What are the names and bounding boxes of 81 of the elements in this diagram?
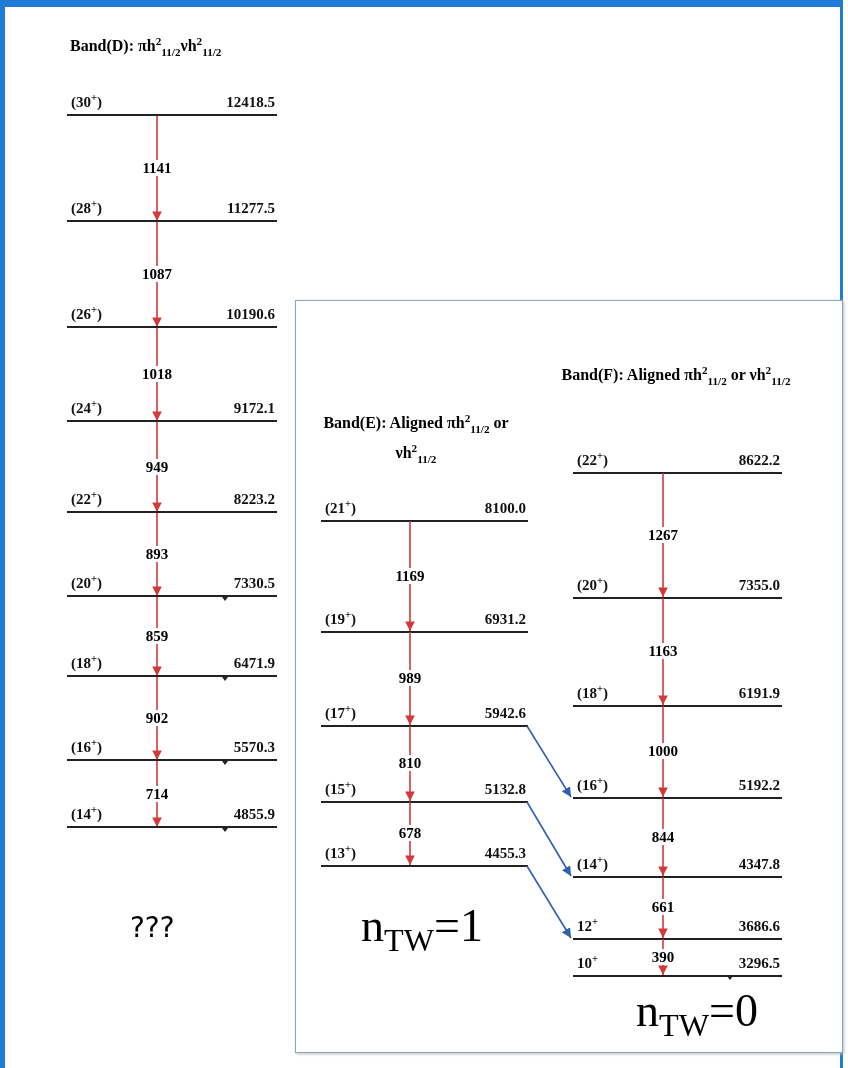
spin-label: (22$^{+}$) xyxy=(577,450,608,469)
arrow xyxy=(152,221,162,328)
arrow xyxy=(526,865,572,939)
spin-label: (18$^{+}$) xyxy=(577,683,608,702)
energy-label: 5942.6 xyxy=(484,705,526,722)
energy-label: 4855.9 xyxy=(233,806,275,823)
energy-label: 5132.8 xyxy=(484,781,526,798)
energy-label: 6471.9 xyxy=(233,655,275,672)
edge-label: 893 xyxy=(144,546,170,562)
spin-label: (19$^{+}$) xyxy=(325,609,356,628)
edge-label: 1087 xyxy=(141,266,173,282)
spin-label: (22$^{+}$) xyxy=(71,489,102,508)
quantum-number-label: n$_{TW}$=1 xyxy=(361,901,483,961)
energy-label: 4455.3 xyxy=(484,845,526,862)
arrow xyxy=(405,801,415,866)
edge-label: 714 xyxy=(144,785,170,802)
arrow xyxy=(658,938,668,976)
arrow xyxy=(405,520,415,632)
spin-label: (28$^{+}$) xyxy=(71,198,102,217)
energy-label: 4347.8 xyxy=(738,856,780,873)
arrow xyxy=(526,725,572,798)
arrow xyxy=(152,421,162,513)
arrow xyxy=(152,760,162,828)
energy-label: 5192.2 xyxy=(738,777,780,794)
spin-label: (14$^{+}$) xyxy=(71,804,102,823)
energy-label: 7355.0 xyxy=(738,577,780,594)
arrow xyxy=(658,705,668,798)
energy-label: 10190.6 xyxy=(226,306,275,323)
quantum-number-label: n$_{TW}$=0 xyxy=(636,986,758,1046)
spin-label: (18$^{+}$) xyxy=(71,653,102,672)
energy-label: 8100.0 xyxy=(484,500,526,517)
arrow xyxy=(526,801,572,877)
edge-label: 661 xyxy=(650,899,676,915)
arrow xyxy=(152,596,162,677)
energy-label: 9172.1 xyxy=(233,400,275,417)
arrow xyxy=(152,115,162,222)
arrow xyxy=(152,327,162,422)
arrow xyxy=(152,676,162,761)
edge-label: 678 xyxy=(397,825,423,841)
energy-label: 8223.2 xyxy=(233,491,275,508)
arrow xyxy=(152,512,162,597)
spin-label: (16$^{+}$) xyxy=(577,775,608,794)
spin-label: (24$^{+}$) xyxy=(71,398,102,417)
spin-label: (17$^{+}$) xyxy=(325,703,356,722)
arrow xyxy=(658,472,668,598)
spin-label: (13$^{+}$) xyxy=(325,843,356,862)
spin-label: (20$^{+}$) xyxy=(577,575,608,594)
edge-label: 949 xyxy=(144,458,170,475)
energy-label: 6931.2 xyxy=(484,611,526,628)
energy-label: 5570.3 xyxy=(233,739,275,756)
edge-label: 1000 xyxy=(647,743,679,759)
spin-label: (14$^{+}$) xyxy=(577,854,608,873)
spin-label: (30$^{+}$) xyxy=(71,92,102,111)
energy-label: 7330.5 xyxy=(233,575,275,592)
energy-label: 11277.5 xyxy=(227,200,275,217)
energy-label: 6191.9 xyxy=(738,685,780,702)
arrow xyxy=(658,597,668,706)
edge-label: 859 xyxy=(144,628,170,644)
spin-label: (16$^{+}$) xyxy=(71,737,102,756)
energy-label: 8622.2 xyxy=(738,452,780,469)
spin-label: 10$^{+}$ xyxy=(577,953,598,972)
edge-label: 1018 xyxy=(141,366,173,382)
arrow xyxy=(658,797,668,877)
energy-label: 12418.5 xyxy=(226,94,275,111)
spin-label: (21$^{+}$) xyxy=(325,498,356,517)
band-panel xyxy=(295,300,843,1053)
edge-label: 1163 xyxy=(647,643,679,659)
energy-label: 3686.6 xyxy=(738,918,780,935)
edge-label: 810 xyxy=(397,755,423,771)
arrow xyxy=(405,725,415,802)
arrow xyxy=(658,876,668,939)
spin-label: 12$^{+}$ xyxy=(577,916,598,935)
edge-label: 1141 xyxy=(141,160,173,176)
question-marks: ??? xyxy=(130,910,175,946)
arrow xyxy=(405,631,415,726)
edge-label: 989 xyxy=(397,670,423,686)
spin-label: (26$^{+}$) xyxy=(71,304,102,323)
spin-label: (15$^{+}$) xyxy=(325,779,356,798)
edge-label: 902 xyxy=(144,710,170,726)
energy-label: 3296.5 xyxy=(738,955,780,972)
spin-label: (20$^{+}$) xyxy=(71,573,102,592)
